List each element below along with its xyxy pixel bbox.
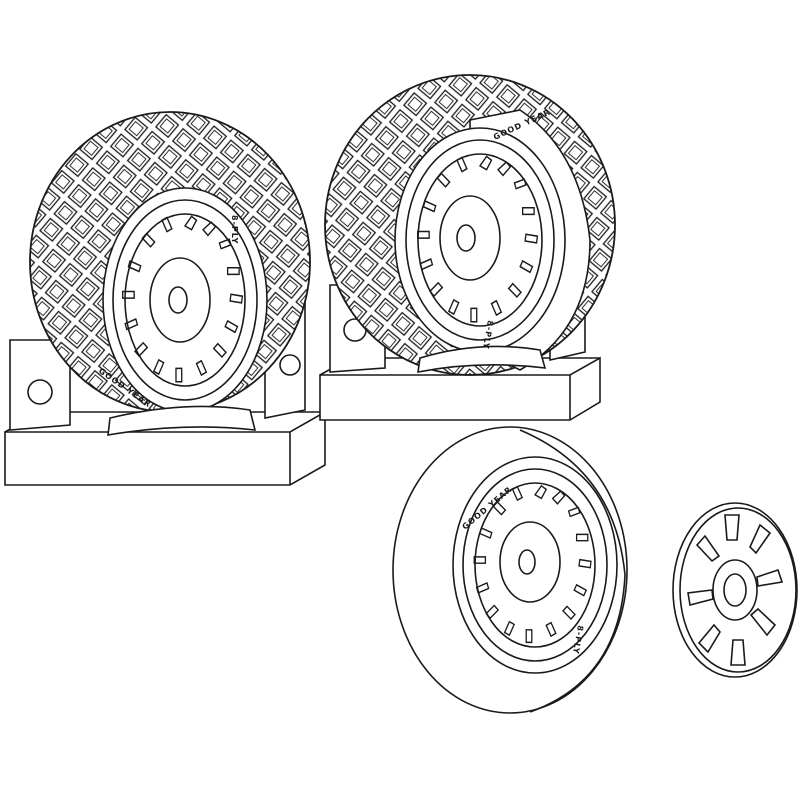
diamond-tread-wheel-right: GOOD YEAR 8-PLY [324, 74, 616, 376]
ply-marking: 8-PLY [230, 215, 239, 244]
diamond-tread-wheel-left: 8-PLY GOOD YEAR [29, 111, 311, 436]
hub-disc [672, 502, 798, 678]
smooth-tire-wheel: GOOD YEAR 8-PLY [392, 426, 628, 714]
